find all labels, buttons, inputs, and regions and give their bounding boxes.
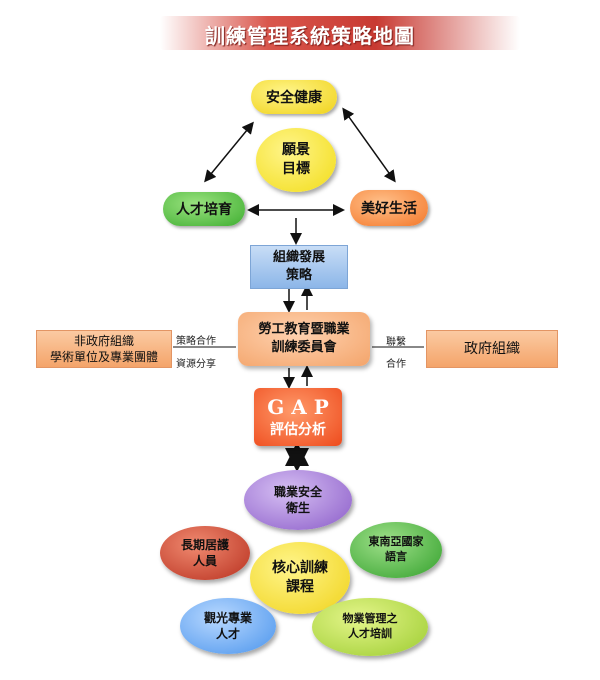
gap-title: G A P (267, 395, 329, 420)
title-banner (160, 16, 520, 50)
node-core: 核心訓練 課程 (250, 542, 350, 614)
arrow-safety-goodlife (342, 107, 396, 183)
node-occ-safety: 職業安全 衛生 (244, 470, 352, 530)
node-property: 物業管理之 人才培訓 (312, 598, 428, 656)
node-org-dev: 組織發展 策略 (250, 245, 348, 289)
node-committee: 勞工教育暨職業 訓練委員會 (238, 312, 370, 366)
label-cooperation: 合作 (386, 359, 406, 370)
label-resource-share: 資源分享 (176, 359, 216, 370)
label-contact: 聯繫 (386, 337, 406, 348)
node-vision: 願景 目標 (256, 128, 336, 192)
gap-subtitle: 評估分析 (270, 422, 326, 439)
node-good-life: 美好生活 (350, 190, 428, 226)
node-gov: 政府組織 (426, 330, 558, 368)
label-strategic-coop: 策略合作 (176, 336, 216, 347)
node-safety-health: 安全健康 (251, 80, 337, 114)
arrow-safety-talent (204, 121, 254, 183)
page-title: 訓練管理系統策略地圖 (205, 24, 415, 48)
node-sea-lang: 東南亞國家 語言 (350, 522, 442, 578)
node-talent: 人才培育 (163, 192, 245, 226)
node-tourism: 觀光專業 人才 (180, 598, 276, 654)
node-long-stay: 長期居護 人員 (160, 526, 250, 580)
node-ngo: 非政府組織 學術單位及專業團體 (36, 330, 172, 368)
node-gap: G A P 評估分析 (254, 388, 342, 446)
